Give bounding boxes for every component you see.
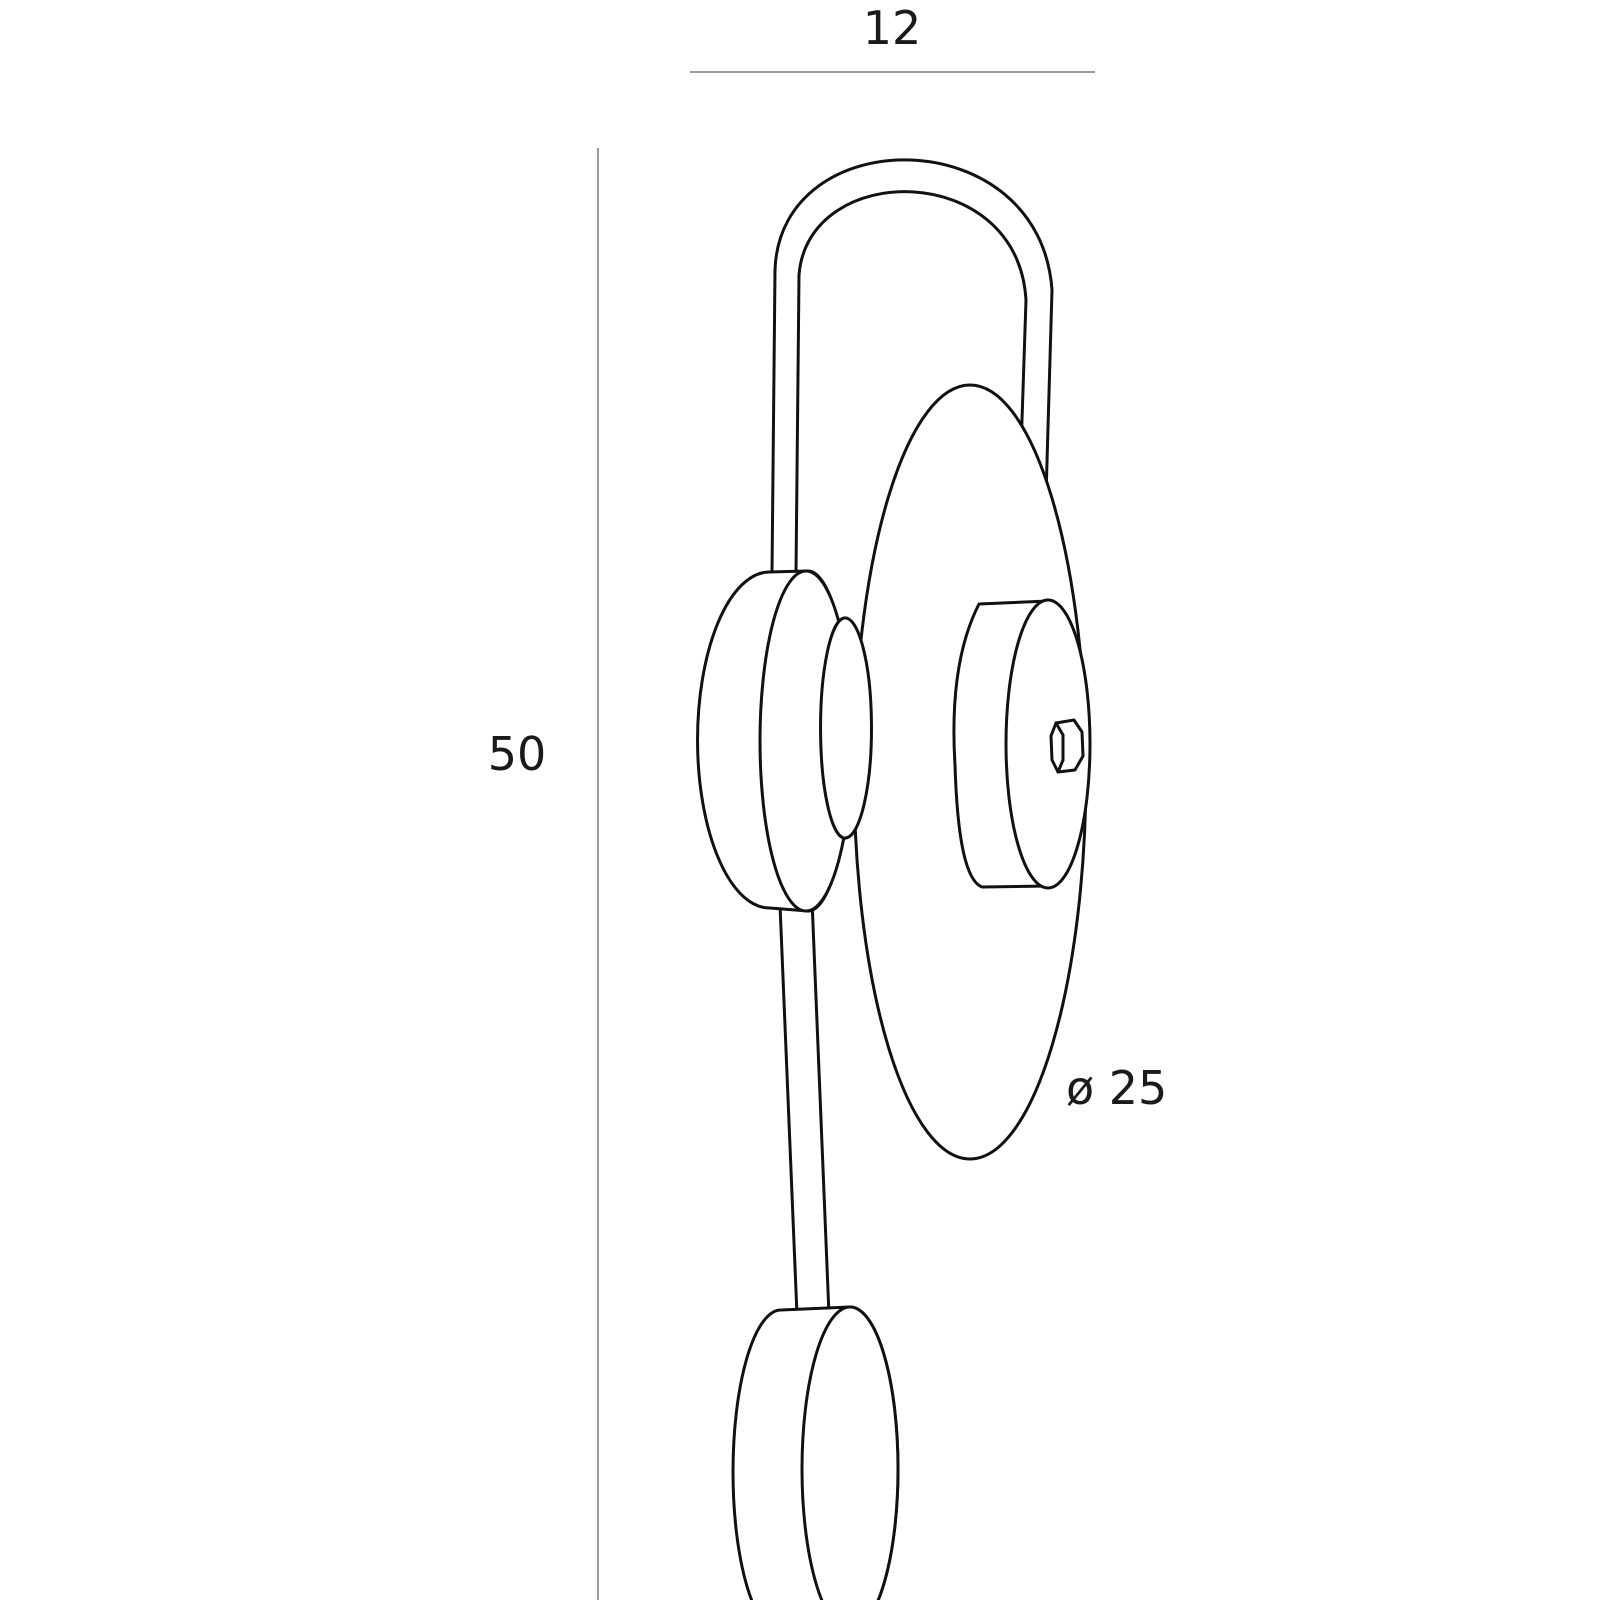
lower-pendant-disc-face bbox=[800, 1305, 900, 1600]
front-lamp-head bbox=[952, 598, 1092, 890]
center-hex-nut bbox=[1049, 718, 1085, 774]
hex-nut-edge-top bbox=[1054, 721, 1065, 737]
hex-nut-body bbox=[1049, 718, 1085, 774]
lower-pendant-disc bbox=[731, 1305, 900, 1600]
diameter-label: ø 25 bbox=[1066, 1061, 1167, 1115]
width-dimension: 12 bbox=[690, 1, 1095, 73]
front-lamp-head-face bbox=[1004, 598, 1092, 890]
upper-arm-inner-edge bbox=[794, 190, 1028, 602]
width-label: 12 bbox=[863, 1, 922, 55]
hex-nut-edge-bottom bbox=[1056, 758, 1065, 774]
mount-collar-body bbox=[819, 616, 873, 840]
lower-stem-right-edge bbox=[810, 898, 831, 1317]
lower-stem-left-edge bbox=[778, 903, 799, 1317]
upper-arm-outer-edge bbox=[770, 158, 1054, 602]
height-label: 50 bbox=[488, 727, 547, 781]
lower-stem bbox=[778, 898, 831, 1317]
upper-arm bbox=[770, 158, 1054, 602]
mount-collar bbox=[819, 616, 873, 840]
height-dimension: 50 bbox=[488, 148, 599, 1600]
